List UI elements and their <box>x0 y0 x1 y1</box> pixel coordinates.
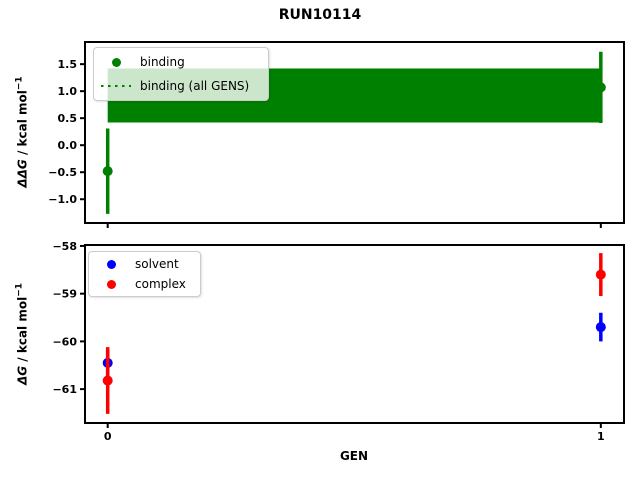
legend-item-binding-all-gens: binding (all GENS) <box>94 74 268 98</box>
y-tick-label: 0.5 <box>58 112 78 125</box>
data-point <box>595 269 606 280</box>
bottom-plot: −58 −59 −60 −61 0 1 <box>52 240 625 443</box>
legend-label: binding <box>140 55 185 69</box>
y-tick-label: 0.0 <box>58 139 78 152</box>
bottom-ylabel-units: / kcal mol <box>15 296 30 366</box>
complex-series <box>102 253 606 414</box>
legend-item-solvent: solvent <box>89 254 200 274</box>
top-y-axis-label: ΔΔG / kcal mol−1 <box>15 76 30 187</box>
bottom-legend: solvent complex <box>88 251 201 297</box>
axes-spines <box>84 41 625 224</box>
y-tick-label: −0.5 <box>48 166 77 179</box>
y-tick-label: −61 <box>52 383 77 396</box>
x-axis-label: GEN <box>339 449 369 463</box>
binding-series <box>102 51 606 214</box>
figure-title: RUN10114 <box>278 7 362 23</box>
y-tick-label: 1.5 <box>58 58 78 71</box>
bottom-y-axis-label: ΔG / kcal mol−1 <box>15 283 30 385</box>
axes-spines <box>84 244 625 424</box>
legend-item-binding: binding <box>94 50 268 74</box>
legend-item-complex: complex <box>89 274 200 294</box>
dotted-line-icon <box>101 84 131 88</box>
data-point <box>102 166 113 177</box>
legend-label: solvent <box>135 257 179 271</box>
data-point <box>102 375 113 386</box>
legend-label: binding (all GENS) <box>140 79 250 93</box>
top-ylabel-exponent: −1 <box>14 76 25 91</box>
x-tick-label: 0 <box>104 430 112 443</box>
complex-dot-icon <box>106 279 116 289</box>
x-tick-label: 1 <box>597 430 605 443</box>
solvent-series <box>102 312 606 376</box>
y-tick-label: 1.0 <box>58 85 78 98</box>
y-tick-label: −59 <box>52 288 77 301</box>
top-legend: binding binding (all GENS) <box>93 47 269 101</box>
y-tick-label: −1.0 <box>48 193 77 206</box>
bottom-ylabel-math: ΔG <box>15 365 30 386</box>
solvent-dot-icon <box>106 259 116 269</box>
legend-label: complex <box>135 277 186 291</box>
data-point <box>595 82 606 93</box>
binding-dot-icon <box>111 57 121 67</box>
bottom-ylabel-exponent: −1 <box>14 282 25 297</box>
data-point <box>595 322 606 333</box>
y-tick-label: −58 <box>52 240 77 253</box>
top-ylabel-units: / kcal mol <box>15 90 30 160</box>
y-tick-label: −60 <box>52 335 77 348</box>
top-ylabel-math: ΔΔG <box>15 159 30 188</box>
